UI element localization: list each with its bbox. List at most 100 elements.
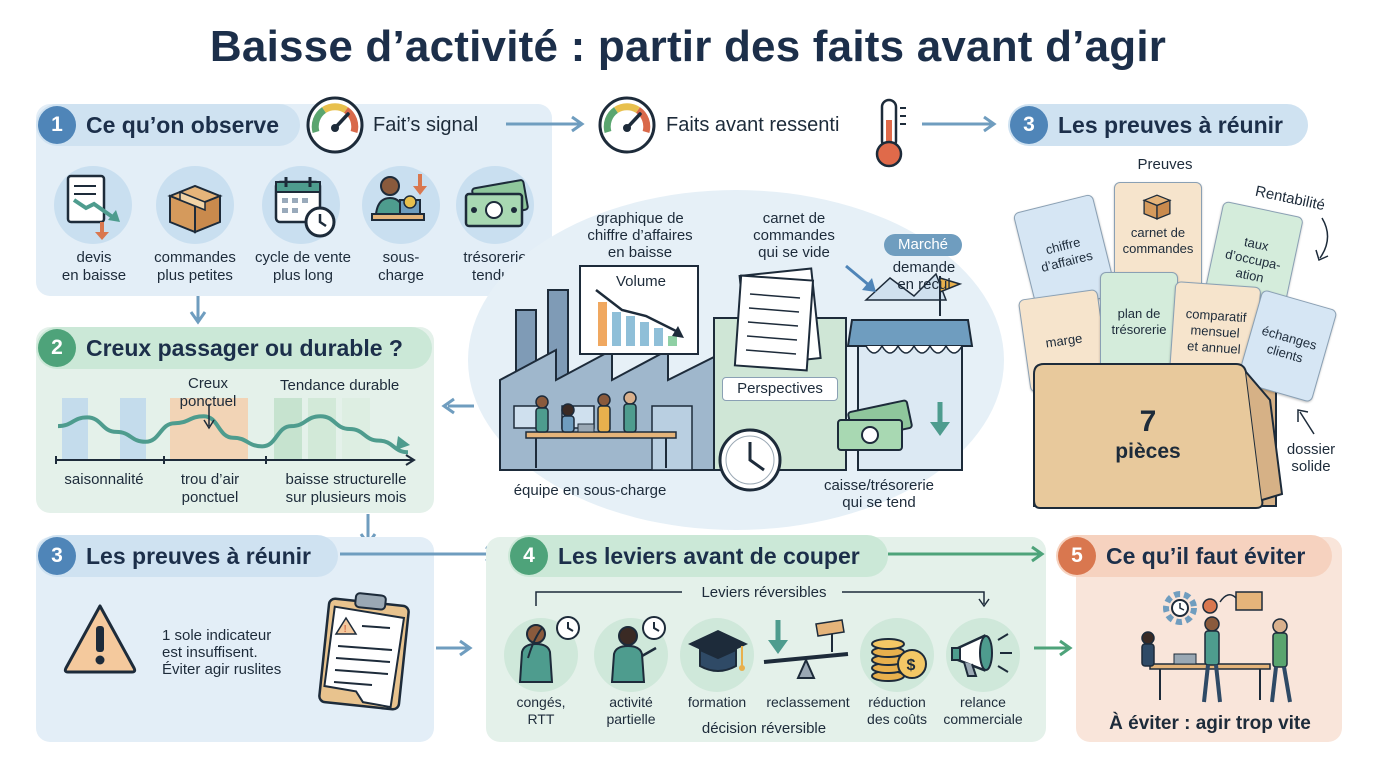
pointer-arrow-icon [1297, 409, 1315, 435]
section-proof-top-header: 3 Les preuves à réunir [1008, 104, 1308, 146]
idle-worker-icon [371, 174, 427, 221]
folder-unit: pièces [1115, 440, 1181, 463]
arrow-right-icon [922, 115, 997, 133]
banknote-icon [464, 179, 529, 228]
facts-label: Faits avant ressenti [666, 114, 840, 136]
sales-chart-board [579, 265, 699, 355]
section-observe-header: 1 Ce qu’on observe [36, 104, 300, 146]
part-time-clock-icon [610, 616, 666, 683]
thermometer-icon [875, 98, 906, 168]
lever-label: réduction des coûts [867, 694, 927, 727]
arrow-right-icon [1034, 639, 1073, 657]
perspectives-badge: Perspectives [722, 377, 838, 401]
balance-arrow-icon [763, 619, 849, 679]
store [846, 272, 974, 471]
warning-text: 1 sole indicateur est insuffisent. Évite… [162, 627, 282, 678]
levers-footer: décision réversible [701, 720, 827, 737]
graduation-cap-icon [688, 630, 748, 672]
observe-item-label: sous- charge [378, 249, 424, 284]
coins-icon: $ [871, 638, 927, 682]
market-arrowhead [862, 278, 876, 292]
section-heading: Ce qu’il faut éviter [1106, 542, 1306, 569]
gauge-icon [598, 96, 656, 154]
perspectives-label: Perspectives [737, 380, 823, 397]
arrow-down-icon [189, 296, 207, 325]
svg-text:!: ! [344, 624, 347, 635]
season-band [120, 398, 146, 460]
section-number: 2 [38, 329, 76, 367]
section-number: 3 [38, 537, 76, 575]
folder-front [1033, 363, 1284, 509]
clipboard-icon: ! [318, 592, 410, 711]
avoid-caption: À éviter : agir trop vite [1109, 713, 1311, 734]
proof-card: plan de trésorerie [1100, 272, 1178, 372]
clock-icon [718, 428, 782, 492]
arrow-right-icon [436, 639, 473, 657]
folder-label: dossier solide [1286, 441, 1336, 475]
structural-band [308, 398, 336, 460]
svg-text:$: $ [907, 657, 916, 674]
trend-line [57, 414, 409, 455]
arrow-right-icon [340, 545, 499, 563]
observe-item-label: devis en baisse [61, 249, 127, 284]
section-heading: Les leviers avant de couper [558, 542, 860, 569]
calendar-clock-icon [274, 177, 336, 238]
marche-badge: Marché [884, 234, 962, 256]
arrow-left-icon [441, 397, 474, 415]
vacation-clock-icon [518, 616, 580, 683]
levers-bracket-label: Leviers réversibles [701, 584, 827, 601]
market-arrow [845, 264, 871, 288]
section-heading: Les preuves à réunir [86, 542, 311, 569]
section-proof-header: 3 Les preuves à réunir [36, 535, 338, 577]
section-heading: Ce qu’on observe [86, 111, 279, 138]
axis-label-structural: baisse structurelle sur plusieurs mois [285, 471, 407, 506]
dip-arrowhead [203, 419, 215, 430]
structural-band [274, 398, 302, 460]
signal-label: Fait’s signal [373, 114, 479, 136]
trend-chart [55, 398, 416, 466]
marche-caption: demande en recul [892, 259, 956, 293]
section-avoid-header: 5 Ce qu’il faut éviter [1056, 535, 1332, 577]
axis-label-dip: trou d’air ponctuel [180, 471, 240, 506]
curved-arrow-icon [1315, 217, 1329, 262]
x-axis-arrow [405, 454, 416, 466]
team-table [525, 391, 677, 468]
megaphone-icon [951, 633, 1012, 677]
section-number: 4 [510, 537, 548, 575]
box-icon [167, 184, 223, 234]
trend-arrowhead [396, 436, 410, 450]
section-levers-header: 4 Les leviers avant de couper [508, 535, 888, 577]
gauge-icon [306, 96, 364, 154]
rushed-team-illustration [1141, 591, 1292, 703]
order-book [733, 267, 822, 372]
axis-label-saison: saisonnalité [64, 471, 144, 488]
folder-count: 7 [1139, 405, 1157, 438]
volume-label: Volume [615, 273, 667, 290]
levers-bracket [535, 591, 990, 608]
season-band [62, 398, 88, 460]
section-number: 1 [38, 106, 76, 144]
box-icon [1142, 194, 1172, 220]
creux-label: Creux ponctuel [179, 375, 237, 410]
lever-label: reclassement [766, 694, 850, 710]
arrow-right-icon [888, 545, 1045, 563]
warning-icon [63, 604, 137, 674]
graph-caption: graphique de chiffre d’affaires en baiss… [587, 210, 693, 261]
marche-label: Marché [897, 236, 949, 253]
tendance-label: Tendance durable [280, 377, 400, 394]
section-trend-header: 2 Creux passager ou durable ? [36, 327, 432, 369]
cash-icon [837, 399, 950, 451]
arrow-right-icon [506, 115, 585, 133]
section-heading: Creux passager ou durable ? [86, 334, 403, 361]
lever-label: congés, RTT [516, 694, 566, 727]
section-number: 5 [1058, 537, 1096, 575]
observe-item-label: cycle de vente plus long [255, 249, 351, 284]
carnet-caption: carnet de commandes qui se vide [753, 210, 835, 261]
falling-quotes-icon [66, 174, 120, 240]
section-number: 3 [1010, 106, 1048, 144]
cash-caption: caisse/trésorerie qui se tend [823, 477, 935, 511]
lever-label: relance commerciale [943, 694, 1023, 727]
lever-label: formation [687, 694, 747, 710]
page-title: Baisse d’activité : partir des faits ava… [209, 22, 1167, 71]
section-heading: Les preuves à réunir [1058, 111, 1283, 138]
